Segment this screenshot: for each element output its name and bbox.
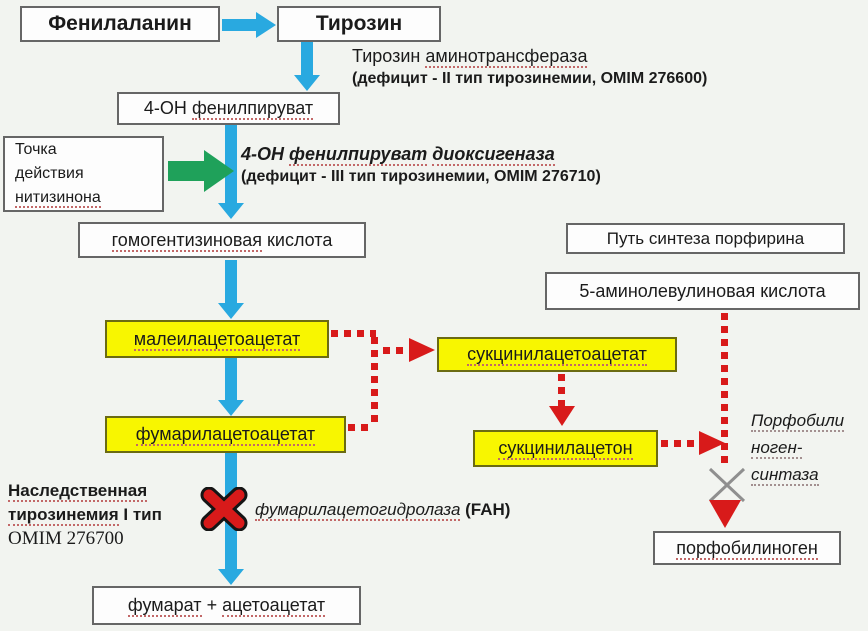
acetoacetate-label: ацетоацетат <box>222 595 326 617</box>
note-tyrosine-aminotransferase: Тирозин аминотрансфераза (дефицит - II т… <box>352 46 707 88</box>
arrow-phenylalanine-to-tyrosine <box>222 19 258 31</box>
dotted-fumaryl-out <box>348 424 372 431</box>
box-maleylacetoacetate: малеилацетоацетат <box>105 320 329 358</box>
box-homogentisic-acid: гомогентизиновая кислота <box>78 222 366 258</box>
homogentisic-name: гомогентизиновая <box>111 229 263 252</box>
porphobilinogen-label: порфобилиноген <box>676 537 818 560</box>
box-succinylacetoacetate: сукцинилацетоацетат <box>437 337 677 372</box>
arrow-tyrosine-to-hpp <box>301 42 313 75</box>
tat-prefix: Тирозин <box>352 46 421 66</box>
succinylacetone-label: сукцинилацетон <box>498 438 633 460</box>
succinylacetoacetate-label: сукцинилацетоацетат <box>467 344 647 366</box>
box-fumarate-acetoacetate: фумарат + ацетоацетат <box>92 586 361 625</box>
hpp-name: фенилпируват <box>191 98 314 120</box>
maleylacetoacetate-label: малеилацетоацетат <box>133 328 301 351</box>
dotted-succinylacetone-right-head <box>699 431 725 455</box>
dotted-to-succinylacetoacetate <box>383 347 407 354</box>
arrow-phenylalanine-to-tyrosine-head <box>256 12 276 38</box>
dotted-succinylacetoacetate-down <box>558 374 565 408</box>
dotted-succinylacetoacetate-down-head <box>549 406 575 426</box>
box-succinylacetone: сукцинилацетон <box>473 430 658 467</box>
fah-name: фумарилацетогидролаза <box>255 500 461 521</box>
fumarylacetoacetate-label: фумарилацетоацетат <box>135 424 316 446</box>
phenylalanine-label: Фенилаланин <box>48 12 192 35</box>
fah-block-x-icon <box>200 487 248 531</box>
dotted-junction-vertical <box>371 337 378 425</box>
disease-line2-type: I тип <box>123 505 162 524</box>
arrow-maleyl-to-fumaryl-head <box>218 400 244 416</box>
nitisinone-line3: нитизинона <box>15 189 101 208</box>
box-phenylalanine: Фенилаланин <box>20 6 220 42</box>
arrow-homogentisic-to-maleyl <box>225 260 237 303</box>
box-aminolevulinic-acid: 5-аминолевулиновая кислота <box>545 272 860 310</box>
box-hydroxyphenylpyruvate: 4-ОН фенилпируват <box>117 92 340 125</box>
box-porphobilinogen: порфобилиноген <box>653 531 841 565</box>
plus-sign: + <box>206 595 218 615</box>
box-tyrosine: Тирозин <box>277 6 441 42</box>
dio-name1: фенилпируват <box>289 144 428 166</box>
arrow-tyrosine-to-hpp-head <box>294 75 320 91</box>
porphyrin-pathway-label: Путь синтеза порфирина <box>606 228 805 248</box>
dotted-succinylacetone-right <box>661 440 699 447</box>
dio-deficit: (дефицит - III тип тирозинемии, OMIM 276… <box>241 168 601 185</box>
note-fah-enzyme: фумарилацетогидролаза (FAH) <box>255 500 511 521</box>
box-fumarylacetoacetate: фумарилацетоацетат <box>105 416 346 453</box>
note-hereditary-tyrosinemia: Наследственная тирозинемия I тип OMIM 27… <box>8 479 162 551</box>
box-nitisinone-note: Точка действия нитизинона <box>3 136 164 212</box>
homogentisic-suffix: кислота <box>267 229 333 250</box>
tat-name: аминотрансфераза <box>425 46 588 68</box>
disease-line2-name: тирозинемия <box>8 505 119 526</box>
pbg-synthase-line1: Порфобили <box>751 411 845 432</box>
disease-line1: Наследственная <box>8 481 148 502</box>
dio-prefix: 4-ОН <box>241 144 285 164</box>
pbg-synthase-line2: ноген- <box>751 438 803 459</box>
note-hpp-dioxygenase: 4-ОН фенилпируват диоксигеназа (дефицит … <box>241 144 601 186</box>
arrow-hpp-to-homogentisic-head <box>218 203 244 219</box>
dotted-to-succinylacetoacetate-head <box>409 338 435 362</box>
tyrosine-label: Тирозин <box>315 12 403 35</box>
note-pbg-synthase: Порфобили ноген- синтаза <box>751 407 845 488</box>
dotted-ala-down <box>721 313 728 465</box>
ala-label: 5-аминолевулиновая кислота <box>579 280 826 301</box>
fah-abbr: (FAH) <box>465 500 511 519</box>
dio-name2: диоксигеназа <box>432 144 555 166</box>
nitisinone-action-arrow-head <box>204 150 234 192</box>
arrow-homogentisic-to-maleyl-head <box>218 303 244 319</box>
hpp-prefix: 4-ОН <box>143 98 187 118</box>
tat-deficit: (дефицит - II тип тирозинемии, OMIM 2766… <box>352 70 708 87</box>
fumarate-label: фумарат <box>127 595 202 617</box>
disease-omim: OMIM 276700 <box>8 528 124 549</box>
dotted-maleyl-out <box>331 330 376 337</box>
dotted-to-porphobilinogen-head <box>709 500 741 528</box>
pbg-synthase-line3: синтаза <box>751 465 819 486</box>
box-porphyrin-pathway: Путь синтеза порфирина <box>566 223 845 254</box>
arrow-maleyl-to-fumaryl <box>225 358 237 400</box>
nitisinone-line2: действия <box>15 165 84 182</box>
nitisinone-line1: Точка <box>15 141 57 158</box>
arrow-fumaryl-to-fumarate-head <box>218 569 244 585</box>
nitisinone-action-arrow <box>168 161 204 181</box>
inhibition-x-icon <box>708 467 746 503</box>
